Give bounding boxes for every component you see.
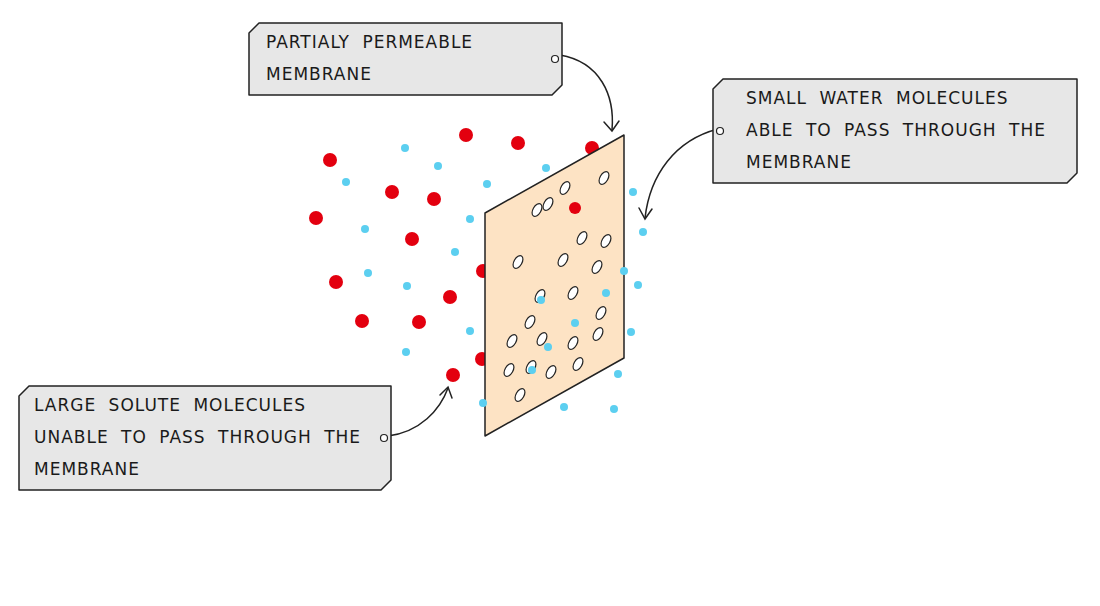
partially-permeable-membrane [485,135,624,436]
water-molecule [544,343,552,351]
membrane-pores [502,170,613,403]
water-molecule [602,289,610,297]
callout-box: PARTIALY PERMEABLE MEMBRANE [248,22,563,96]
water-molecule [434,162,442,170]
membrane-pore [511,254,525,270]
solute-molecule [569,202,581,214]
membrane-pore [533,288,547,304]
solute-molecule [405,232,419,246]
membrane-pore [571,356,585,372]
solute-molecule [329,275,343,289]
water-molecule [403,282,411,290]
molecules-front [479,202,642,413]
solute-molecule [459,128,473,142]
water-molecule [342,178,350,186]
water-molecule [466,327,474,335]
solute-molecule [412,315,426,329]
water-molecule [610,405,618,413]
membrane-pore [541,196,555,212]
solute-molecule [355,314,369,328]
solute-molecule [427,192,441,206]
water-molecule [483,180,491,188]
water-molecule [402,348,410,356]
leader-lines [388,55,718,436]
callout-text: SMALL WATER MOLECULES ABLE TO PASS THROU… [746,82,1066,178]
callout-text: LARGE SOLUTE MOLECULES UNABLE TO PASS TH… [34,389,374,485]
membrane-pore [597,170,611,186]
membrane-pore [544,364,558,380]
water-molecule [560,403,568,411]
membrane-pore [594,305,608,321]
membrane-pore [566,335,580,351]
membrane-pore [599,233,613,249]
membrane-pore [530,202,544,218]
water-molecule [466,215,474,223]
water-molecule [634,281,642,289]
membrane-pore [502,362,516,378]
membrane-pore [556,252,570,268]
solute-molecule [511,136,525,150]
water-molecule [451,248,459,256]
water-molecule [479,399,487,407]
water-molecule [401,144,409,152]
water-molecule [537,296,545,304]
solute-molecule [385,185,399,199]
water-molecule [614,370,622,378]
callout-text: PARTIALY PERMEABLE MEMBRANE [266,26,516,90]
membrane-pore [524,359,538,375]
water-molecule [620,267,628,275]
membrane-pore [505,333,519,349]
membrane-pore [513,387,527,403]
membrane-pore [558,180,572,196]
membrane-pore [575,230,589,246]
solute-molecule [443,290,457,304]
water-molecule [528,366,536,374]
membrane-pore [566,285,580,301]
water-molecule [542,164,550,172]
solute-molecule [446,368,460,382]
water-molecule [629,188,637,196]
solute-molecule [323,153,337,167]
membrane-pore [590,259,604,275]
membrane-pore [591,326,605,342]
solute-molecule [309,211,323,225]
water-molecule [571,319,579,327]
water-molecule [364,269,372,277]
membrane-pore [523,314,537,330]
callout-box: LARGE SOLUTE MOLECULES UNABLE TO PASS TH… [18,385,392,491]
water-molecule [639,228,647,236]
callout-box: SMALL WATER MOLECULES ABLE TO PASS THROU… [712,78,1078,184]
water-molecule [361,225,369,233]
water-molecule [627,328,635,336]
